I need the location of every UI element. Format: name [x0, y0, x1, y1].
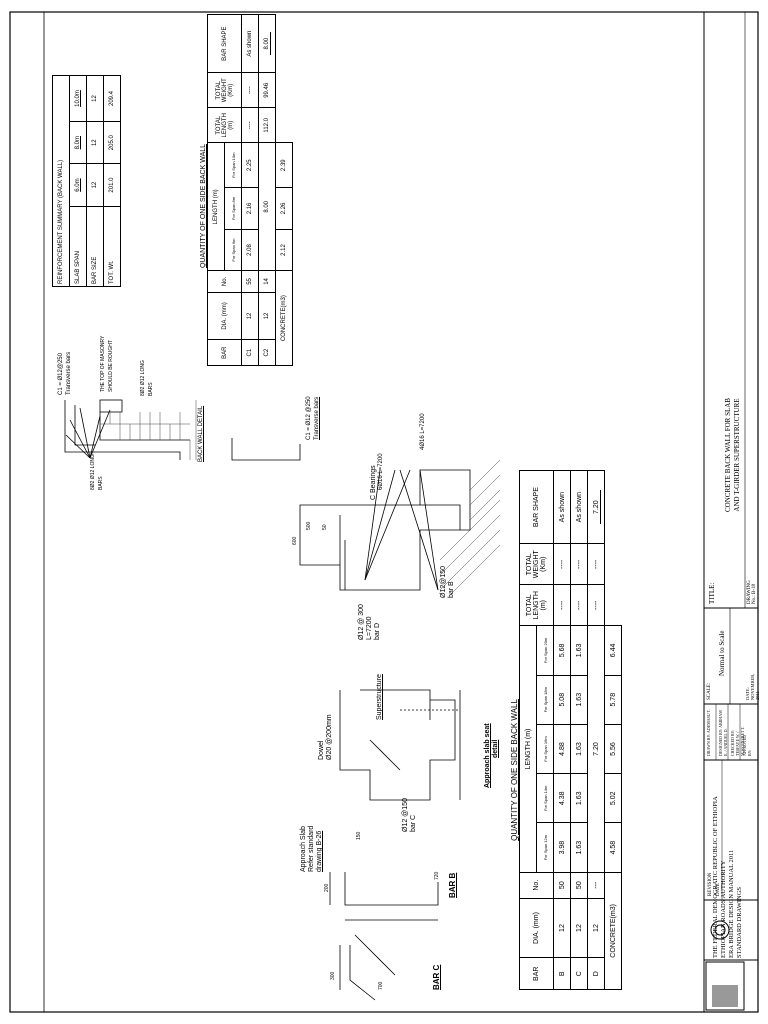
masonry-note-2: SHOULD BE ROUGHT: [108, 340, 114, 392]
approach-slab-seat-label: Approach slab seat: [484, 723, 491, 788]
approach-slab-seat-label-2: detail: [492, 739, 499, 758]
c1-label: C1 = Ø12@250: [58, 353, 64, 395]
dowel-label: Dowel: [318, 740, 325, 760]
c1-shape-label: C1 = Ø12 @250: [306, 396, 312, 440]
dowel-spec: Ø20 @200mm: [326, 714, 333, 760]
bearing-bars-1: 6Ø16 L=7200: [378, 453, 384, 490]
bearing-bars-2: 4Ø16 L=7200: [420, 413, 426, 450]
bar-c1-shape: [231, 438, 301, 461]
bar-b-tag: bar B: [448, 581, 455, 598]
approach-slab-seat-detail: [339, 689, 461, 801]
bar-b-dim-720: 720: [434, 871, 440, 880]
bar-d-label: bar D: [374, 622, 381, 640]
c1-shape-transverse: Transverse bars: [314, 396, 320, 440]
bar-d-length: L=7200: [366, 616, 373, 640]
bar-c-dim-300: 300: [330, 971, 336, 980]
bar-b-title: BAR B: [448, 872, 457, 898]
bar-c-dim-700: 700: [378, 981, 384, 990]
bar-c-shape: [339, 934, 396, 1001]
bar-c-spacing: Ø12 @150: [402, 798, 409, 832]
bearing-detail: [299, 459, 501, 596]
bar-b-shape: [329, 872, 439, 921]
superstructure-label: Superstructure: [376, 674, 383, 720]
bar-c-tag: bar C: [410, 814, 417, 832]
bearing-dim-50: 50: [322, 524, 328, 530]
bar-b-spacing: Ø12@150: [440, 565, 447, 598]
bearings-label: C Bearings: [370, 465, 377, 500]
bar-c-title: BAR C: [432, 964, 441, 990]
approach-slab-note-2: Refer standard: [308, 825, 315, 872]
c2-bars-note-d: BARS: [98, 476, 104, 490]
c1-transverse-label: Transverse bars: [66, 351, 72, 395]
bar-b-dim-200: 200: [324, 883, 330, 892]
bearing-dim-500: 500: [306, 521, 312, 530]
c2-bars-note-c: 8Ø2 Ø12 LONG: [90, 454, 96, 490]
approach-slab-note-1: Approach Slab: [300, 826, 307, 872]
back-wall-detail: [64, 399, 197, 460]
c2-bars-note-b: BARS: [148, 382, 154, 396]
bearing-dim-600: 600: [292, 536, 298, 545]
approach-slab-note-3: drawing B-26: [316, 830, 323, 872]
seat-dim-150: 150: [356, 831, 362, 840]
back-wall-detail-label: BACK WALL DETAIL: [198, 405, 204, 462]
masonry-note-1: THE TOP OF MASONRY: [100, 335, 106, 392]
bar-d-spacing: Ø12 @ 300: [358, 604, 365, 640]
c2-bars-note-a: 8Ø2 Ø12 LONG: [140, 360, 146, 396]
